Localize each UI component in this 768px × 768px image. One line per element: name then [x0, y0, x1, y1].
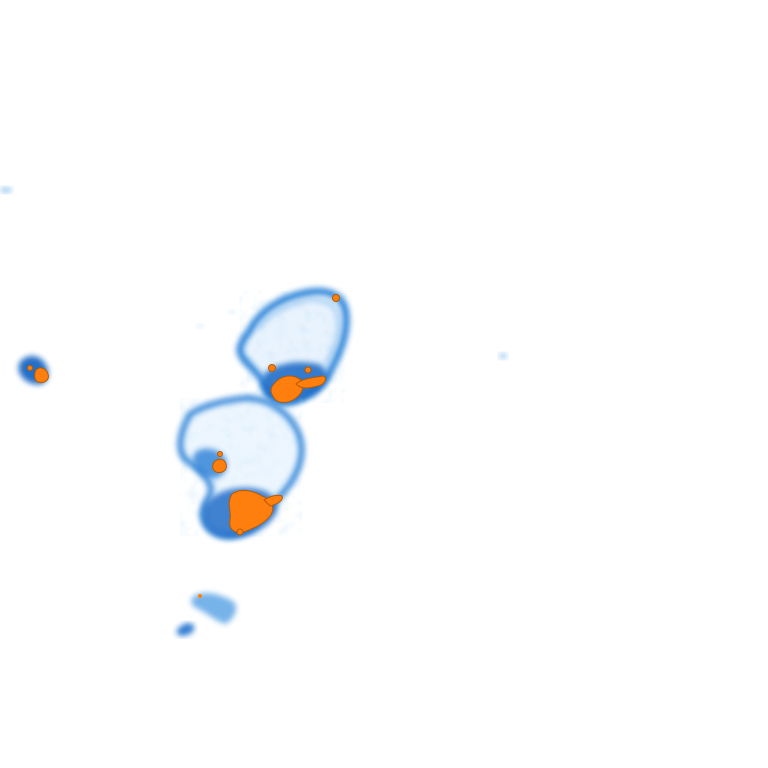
bottom-small-blob [176, 593, 237, 636]
hotspot-upper-dot-a [268, 364, 276, 372]
bottom-blob-dot [198, 594, 202, 598]
hotspot-lower-main [228, 489, 274, 533]
far-left-speck [0, 187, 12, 193]
left-small-blob [18, 356, 49, 385]
bottom-blob-tail [176, 623, 195, 636]
small-speck-a [197, 324, 203, 328]
left-blob-hotspot-dot [27, 365, 33, 371]
hotspot-lower-dot-a [236, 528, 244, 536]
hotspot-lower-spur [263, 494, 283, 507]
upper-lobe-inner-ring [256, 297, 341, 365]
hotspots [212, 294, 340, 536]
hotspot-upper-main [270, 375, 304, 403]
small-speck-b [229, 310, 235, 314]
hotspot-lower-left [212, 458, 227, 473]
hotspot-upper-top [332, 294, 340, 302]
hotspot-upper-dot-b [304, 366, 312, 374]
bottom-blob-body [191, 593, 237, 624]
hotspot-lower-left-dot [217, 451, 223, 457]
hotspot-upper-spur [295, 375, 326, 389]
right-speck [499, 353, 507, 359]
left-blob-hotspot [34, 367, 49, 383]
